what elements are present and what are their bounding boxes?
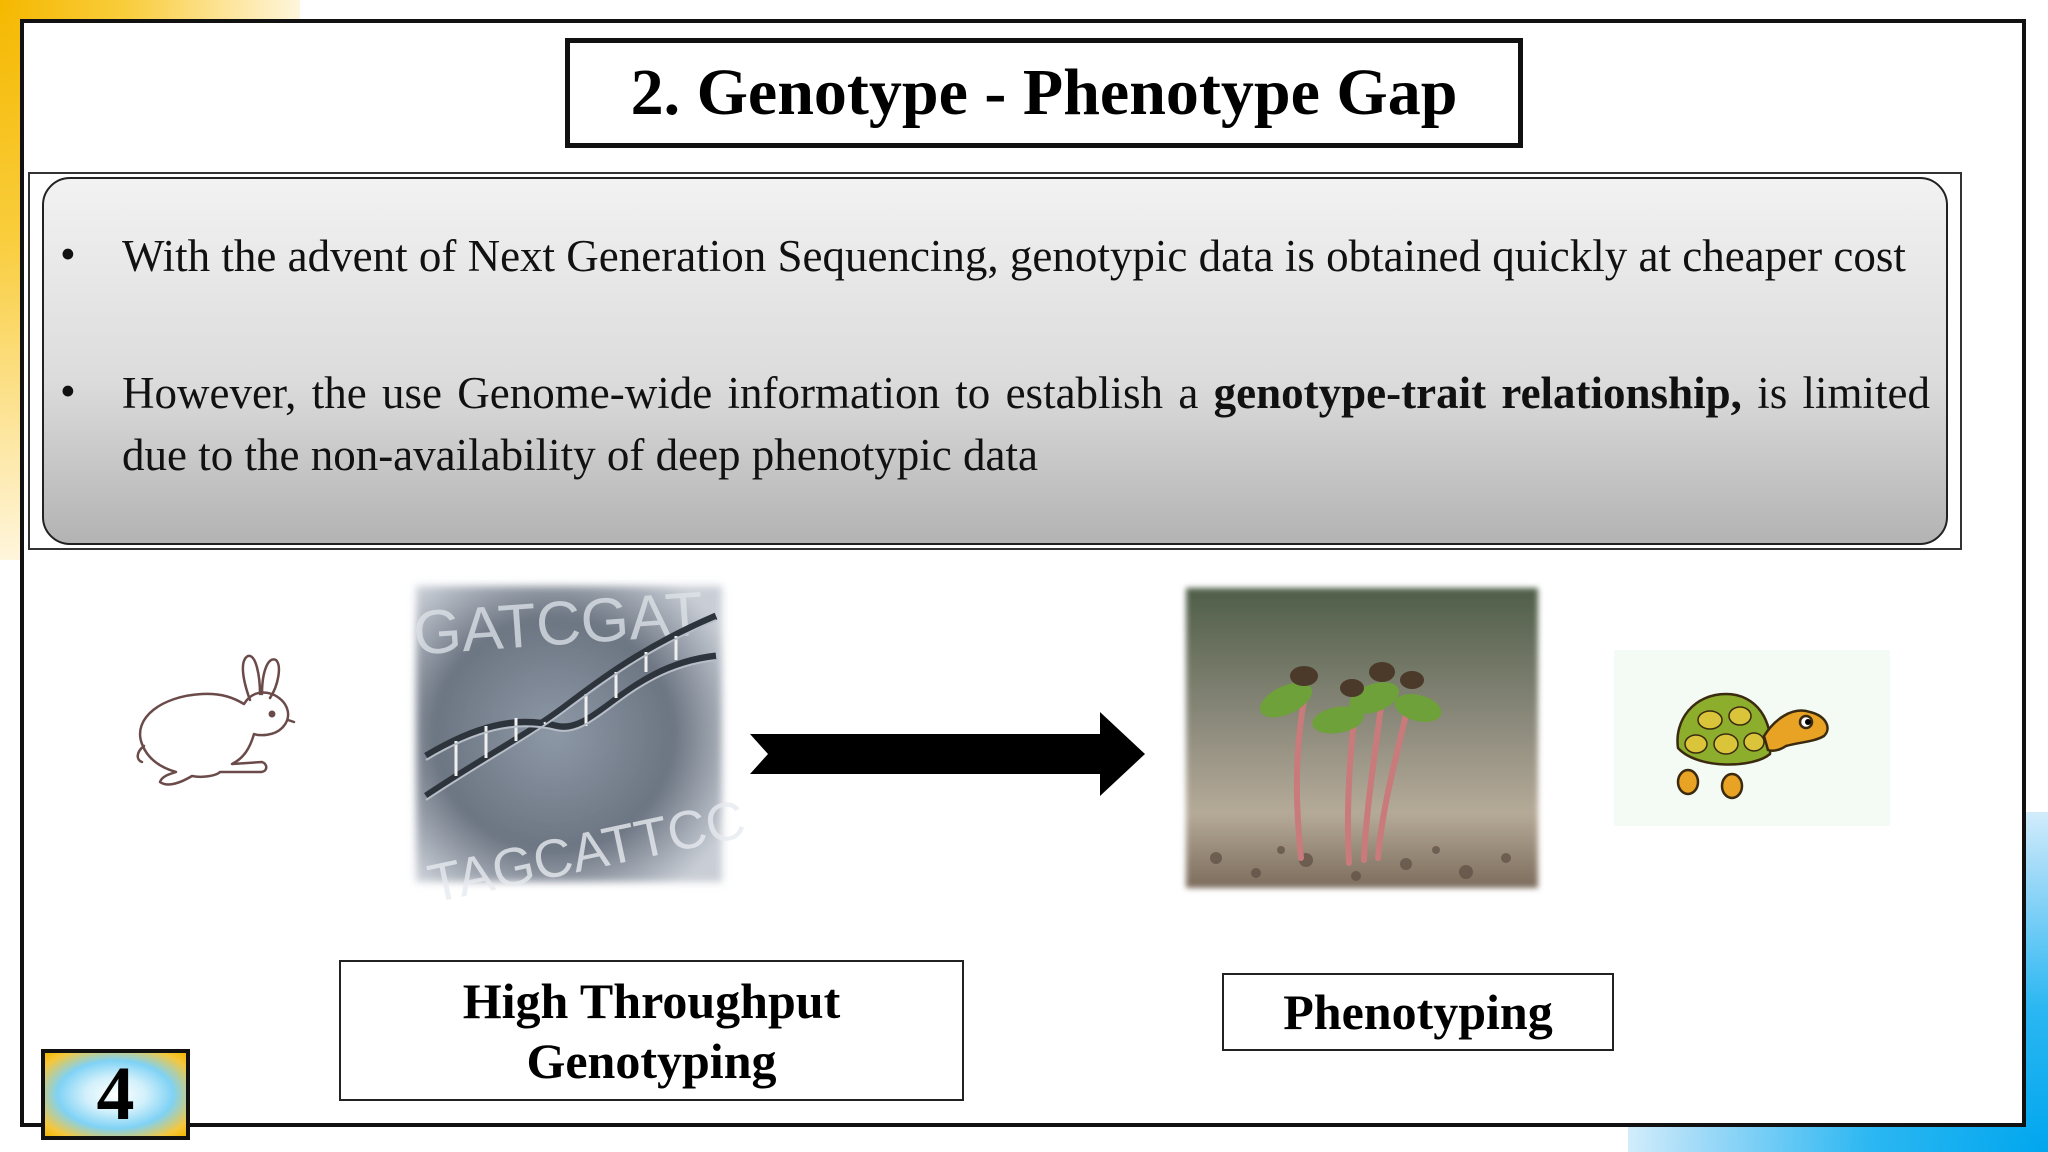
right-arrow-icon — [750, 712, 1145, 796]
rabbit-icon — [136, 654, 296, 786]
bullet-text-1: With the advent of Next Generation Seque… — [122, 225, 1930, 287]
title-box: 2. Genotype - Phenotype Gap — [565, 38, 1523, 148]
bullet-2-text-end: is limited due to the non-availability o… — [122, 368, 1931, 480]
bullet-marker: • — [60, 229, 76, 279]
slide-number: 4 — [41, 1049, 190, 1140]
bullet-2-text-start: However, the use Genome-wide information… — [122, 368, 1214, 418]
seedlings-image — [1186, 588, 1538, 888]
bullet-1-text: With the advent of Next Generation Seque… — [122, 231, 1906, 281]
dna-image: GATCGAT TAGCATTCC — [411, 579, 750, 914]
genotyping-label-line2: Genotyping — [526, 1032, 777, 1089]
page-title: 2. Genotype - Phenotype Gap — [630, 56, 1458, 129]
bullet-2-bold-text: genotype-trait relationship, — [1213, 368, 1742, 418]
phenotyping-label-text: Phenotyping — [1283, 984, 1553, 1040]
bullet-text-2: However, the use Genome-wide information… — [122, 362, 1930, 486]
phenotyping-label: Phenotyping — [1222, 973, 1614, 1051]
slide-number-text: 4 — [96, 1052, 135, 1136]
genotyping-label-line1: High Throughput — [462, 972, 841, 1029]
turtle-icon — [1614, 650, 1890, 826]
bullet-marker: • — [60, 366, 76, 416]
text-panel — [42, 177, 1948, 545]
